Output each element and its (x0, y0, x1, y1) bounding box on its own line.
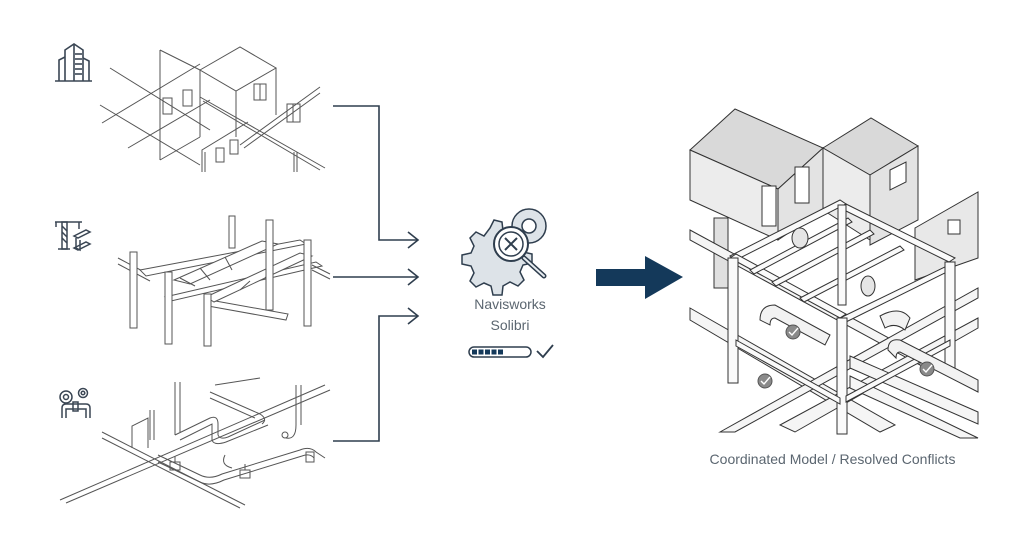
result-arrow (596, 256, 683, 299)
resolved-clash-markers (757, 324, 935, 389)
arrowhead-mep (407, 307, 420, 325)
crane-beam-icon (55, 221, 92, 252)
steel-frame (727, 199, 956, 435)
progress-segment (491, 349, 497, 355)
progress-fill (472, 349, 503, 355)
tool-label: Navisworks Solibri (450, 294, 570, 336)
progress-segment (485, 349, 490, 355)
resolved-marker (919, 361, 935, 377)
gears-pipe-icon (59, 387, 91, 418)
arrowhead-struct (407, 268, 420, 286)
tool-name-solibri: Solibri (490, 317, 530, 333)
connector-arrows (333, 105, 420, 442)
arrowhead-arch (407, 231, 420, 249)
resolved-marker (757, 373, 773, 389)
gears-magnifier-clash-icon (461, 208, 547, 296)
structural-model-illustration (117, 215, 331, 347)
checkmark-icon (536, 344, 554, 359)
resolved-marker (785, 324, 801, 340)
mep-connector (333, 315, 418, 442)
output-caption: Coordinated Model / Resolved Conflicts (709, 451, 956, 467)
tool-name-navisworks: Navisworks (474, 296, 546, 312)
building-icon (55, 43, 92, 82)
arch-connector (333, 105, 418, 241)
architectural-model-illustration (99, 46, 326, 172)
progress-segment (498, 349, 503, 355)
progress-segment (478, 349, 484, 355)
coordinated-model-illustration (689, 108, 979, 439)
mep-model-illustration (59, 377, 331, 509)
progress-bar (468, 346, 532, 358)
progress-segment (472, 349, 477, 355)
